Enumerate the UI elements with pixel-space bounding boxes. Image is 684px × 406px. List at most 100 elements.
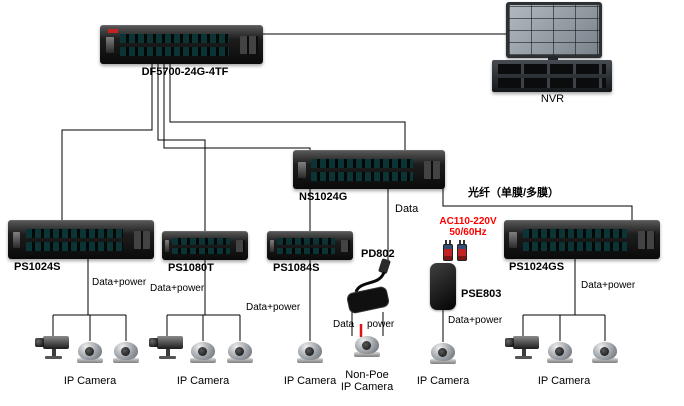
ethernet-ports xyxy=(311,159,414,182)
label-ps1024s: PS1024S xyxy=(14,261,61,273)
dome-base xyxy=(547,358,573,363)
ethernet-ports xyxy=(522,229,628,252)
dome-base xyxy=(190,358,216,363)
link-df5700-ps1024s xyxy=(61,63,153,220)
non-poe-dome-camera xyxy=(354,336,380,357)
link-ps1024s-cameras xyxy=(52,258,127,341)
status-leds xyxy=(509,232,518,248)
dome-base xyxy=(297,358,323,363)
switch-ps1080t xyxy=(162,231,248,260)
label-data-power: Data+power xyxy=(92,277,147,288)
status-leds xyxy=(298,162,306,178)
label-df5700: DF5700-24G-4TF xyxy=(141,66,229,78)
label-power: power xyxy=(367,319,395,330)
camera-body xyxy=(513,336,539,349)
camera-lens xyxy=(600,347,609,356)
ethernet-ports xyxy=(277,238,335,255)
label-ip-camera: IP Camera xyxy=(176,375,230,387)
ac-voltage: AC110-220V xyxy=(439,216,497,227)
switch-ns1024g xyxy=(293,150,445,189)
sfp-uplink-ports xyxy=(240,36,259,54)
label-data-power: Data+power xyxy=(150,283,205,294)
label-pse803: PSE803 xyxy=(461,288,502,300)
switch-ps1084s xyxy=(267,231,353,260)
status-leds xyxy=(13,232,21,248)
dome-base xyxy=(227,358,253,363)
label-ip-camera: IP Camera xyxy=(416,375,470,387)
ethernet-ports xyxy=(172,238,230,255)
link-df5700-ps1084s xyxy=(163,63,311,231)
dome-base xyxy=(592,358,618,363)
label-data-power: Data+power xyxy=(581,280,636,291)
label-non-poe: Non-Poe xyxy=(345,369,389,381)
status-leds xyxy=(105,37,114,53)
label-ip-camera: IP Camera xyxy=(283,375,337,387)
dome-base xyxy=(77,358,103,363)
camera-grid-screen xyxy=(509,5,599,55)
dome-camera xyxy=(297,342,323,363)
dome-camera xyxy=(547,342,573,363)
camera-lens xyxy=(555,347,564,356)
label-nvr: NVR xyxy=(540,93,565,105)
nvr-chassis xyxy=(492,60,612,92)
box-camera xyxy=(149,334,185,362)
label-ps1080t: PS1080T xyxy=(168,262,214,274)
label-pd802: PD802 xyxy=(361,248,395,260)
pse803-device xyxy=(430,263,456,310)
pd802-device xyxy=(344,256,398,316)
dome-camera xyxy=(113,342,139,363)
label-ps1084s: PS1084S xyxy=(273,262,320,274)
camera-lens xyxy=(149,338,158,347)
power-plug-icon xyxy=(457,240,467,261)
sfp-uplink-ports xyxy=(423,161,441,179)
box-camera xyxy=(505,334,541,362)
pd802-connector xyxy=(378,258,391,274)
box-camera xyxy=(35,334,71,362)
dome-camera xyxy=(592,342,618,363)
camera-lens xyxy=(35,338,44,347)
camera-lens xyxy=(85,347,94,356)
dome-camera xyxy=(77,342,103,363)
label-data-power: Data+power xyxy=(246,302,301,313)
label-ps1024gs: PS1024GS xyxy=(509,261,565,273)
camera-lens xyxy=(505,338,514,347)
camera-body xyxy=(43,336,69,349)
camera-stand xyxy=(166,349,170,356)
label-ip-camera: IP Camera xyxy=(340,381,394,393)
camera-foot xyxy=(45,356,62,359)
pd802-body xyxy=(346,286,390,314)
dome-camera xyxy=(227,342,253,363)
sfp-uplink-ports xyxy=(638,231,656,249)
camera-stand xyxy=(522,349,526,356)
sfp-uplink-ports xyxy=(133,231,150,249)
monitor-stand xyxy=(548,56,558,62)
ethernet-ports xyxy=(119,34,229,57)
camera-foot xyxy=(159,356,176,359)
camera-stand xyxy=(52,349,56,356)
status-leds xyxy=(270,240,275,252)
camera-lens xyxy=(235,347,244,356)
drive-bays xyxy=(498,64,606,88)
sfp-uplink-ports xyxy=(340,239,351,253)
ac-frequency: 50/60Hz xyxy=(449,227,487,238)
label-ip-camera: IP Camera xyxy=(63,375,117,387)
power-plug-icon xyxy=(443,240,453,261)
label-data-power: Data+power xyxy=(448,315,503,326)
camera-lens xyxy=(198,347,207,356)
camera-lens xyxy=(362,341,371,350)
label-ns1024g: NS1024G xyxy=(299,191,348,203)
switch-ps1024gs xyxy=(504,220,660,259)
dome-camera xyxy=(190,342,216,363)
label-data: Data xyxy=(333,319,355,330)
label-fiber-type: 光纤（单膜/多膜） xyxy=(468,187,560,199)
link-df5700-ps1080t xyxy=(157,63,206,231)
label-data: Data xyxy=(395,203,419,215)
nvr-monitor xyxy=(506,2,602,58)
dome-base xyxy=(354,352,380,357)
dome-camera xyxy=(430,343,456,364)
brand-badge xyxy=(108,29,119,34)
camera-foot xyxy=(515,356,532,359)
switch-df5700 xyxy=(100,25,263,64)
label-ac-power: AC110-220V 50/60Hz xyxy=(432,216,504,238)
